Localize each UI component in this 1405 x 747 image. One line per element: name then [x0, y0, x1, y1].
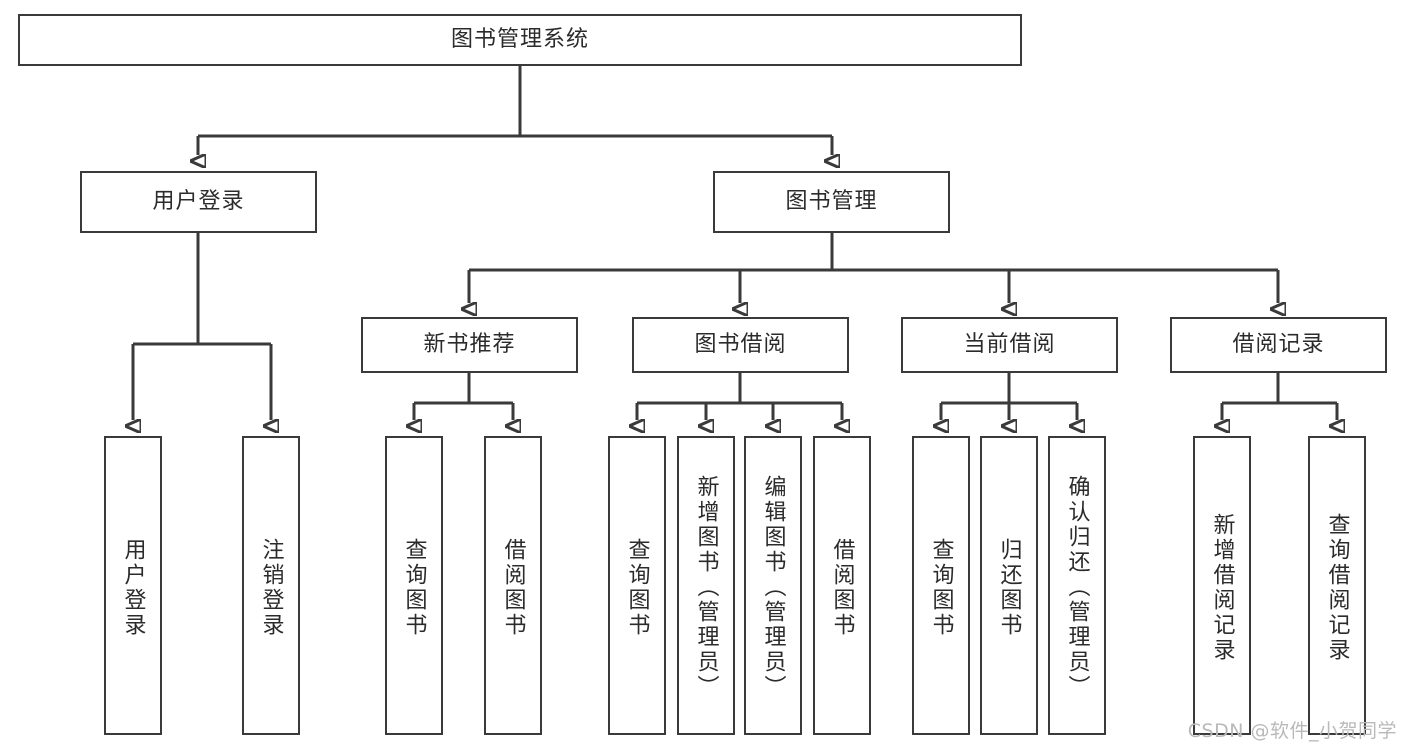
node-book-manage-label: 图书管理: [785, 189, 878, 214]
leaf-box[interactable]: 用户登录: [104, 436, 162, 735]
leaf-label: 新增图书（管理员）: [693, 475, 719, 700]
node-book-borrow-label: 图书借阅: [694, 332, 787, 357]
leaf-box[interactable]: 归还图书: [980, 436, 1038, 735]
leaf-label: 查询图书: [928, 537, 954, 638]
leaf-label: 归还图书: [996, 537, 1022, 638]
leaf-label: 确认归还（管理员）: [1064, 475, 1090, 700]
leaf-box[interactable]: 查询图书: [912, 436, 970, 735]
node-current-borrow[interactable]: 当前借阅: [901, 317, 1118, 373]
leaf-box[interactable]: 新增图书（管理员）: [677, 436, 735, 735]
leaf-label: 查询图书: [624, 537, 650, 638]
node-user-login-label: 用户登录: [152, 189, 245, 214]
node-book-manage[interactable]: 图书管理: [713, 171, 950, 233]
leaf-label: 新增借阅记录: [1209, 512, 1235, 663]
csdn-watermark: CSDN @软件_小贺同学: [1187, 720, 1397, 742]
leaf-label: 借阅图书: [829, 537, 855, 638]
leaf-label: 编辑图书（管理员）: [760, 475, 786, 700]
leaf-box[interactable]: 注销登录: [242, 436, 300, 735]
node-root-system[interactable]: 图书管理系统: [18, 14, 1022, 66]
leaf-box[interactable]: 查询图书: [608, 436, 666, 735]
leaf-box[interactable]: 借阅图书: [484, 436, 542, 735]
node-user-login[interactable]: 用户登录: [80, 171, 317, 233]
leaf-box[interactable]: 确认归还（管理员）: [1048, 436, 1106, 735]
node-root-system-label: 图书管理系统: [450, 27, 589, 52]
leaf-label: 借阅图书: [500, 537, 526, 638]
node-current-borrow-label: 当前借阅: [963, 332, 1056, 357]
node-new-book-recommend-label: 新书推荐: [423, 332, 516, 357]
node-book-borrow[interactable]: 图书借阅: [632, 317, 849, 373]
leaf-label: 查询图书: [401, 537, 427, 638]
leaf-label: 查询借阅记录: [1324, 512, 1350, 663]
leaf-label: 用户登录: [120, 537, 146, 638]
leaf-box[interactable]: 查询图书: [385, 436, 443, 735]
leaf-box[interactable]: 借阅图书: [813, 436, 871, 735]
node-new-book-recommend[interactable]: 新书推荐: [361, 317, 578, 373]
leaf-box[interactable]: 新增借阅记录: [1193, 436, 1251, 735]
leaf-box[interactable]: 编辑图书（管理员）: [744, 436, 802, 735]
node-borrow-record-label: 借阅记录: [1232, 332, 1325, 357]
leaf-box[interactable]: 查询借阅记录: [1308, 436, 1366, 735]
leaf-label: 注销登录: [258, 537, 284, 638]
node-borrow-record[interactable]: 借阅记录: [1170, 317, 1387, 373]
